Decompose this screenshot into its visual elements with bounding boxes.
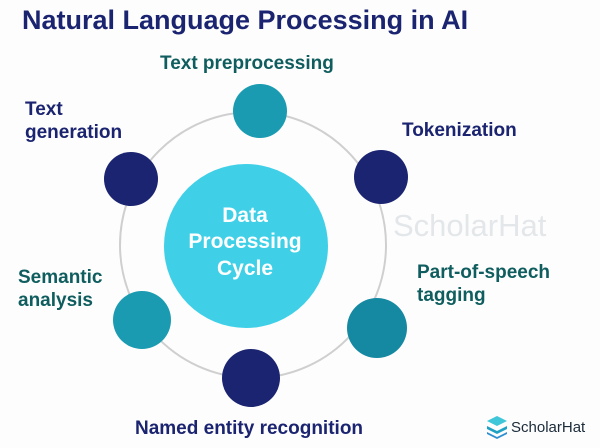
node-semantic-analysis [113,291,171,349]
label-ner: Named entity recognition [135,418,364,439]
logo-icon [487,416,507,439]
label-text-generation: Text generation [25,99,122,145]
node-text-generation [104,152,158,206]
label-pos-tagging: Part-of-speech tagging [417,262,550,308]
center-label: Data Processing Cycle [165,203,325,282]
label-line: Text [25,99,63,120]
label-line: Semantic [18,267,103,288]
label-semantic-analysis: Semantic analysis [18,267,102,313]
node-text-preprocessing [233,84,287,138]
center-circle [164,164,328,328]
watermark: ScholarHat [393,208,547,243]
node-ner [222,349,280,407]
label-line: analysis [18,289,93,311]
node-tokenization [354,150,408,204]
page-title: Natural Language Processing in AI [22,5,469,35]
label-line: tagging [417,284,486,306]
label-line: generation [25,121,123,143]
label-tokenization: Tokenization [402,120,517,141]
center-line: Data [222,204,268,227]
label-line: Part-of-speech [417,262,551,283]
logo-text: ScholarHat [511,418,586,436]
center-line: Cycle [216,256,274,280]
scholarhat-logo: ScholarHat [486,415,585,439]
label-text-preprocessing: Text preprocessing [160,53,334,74]
center-line: Processing [188,230,302,254]
node-pos-tagging [347,298,407,358]
